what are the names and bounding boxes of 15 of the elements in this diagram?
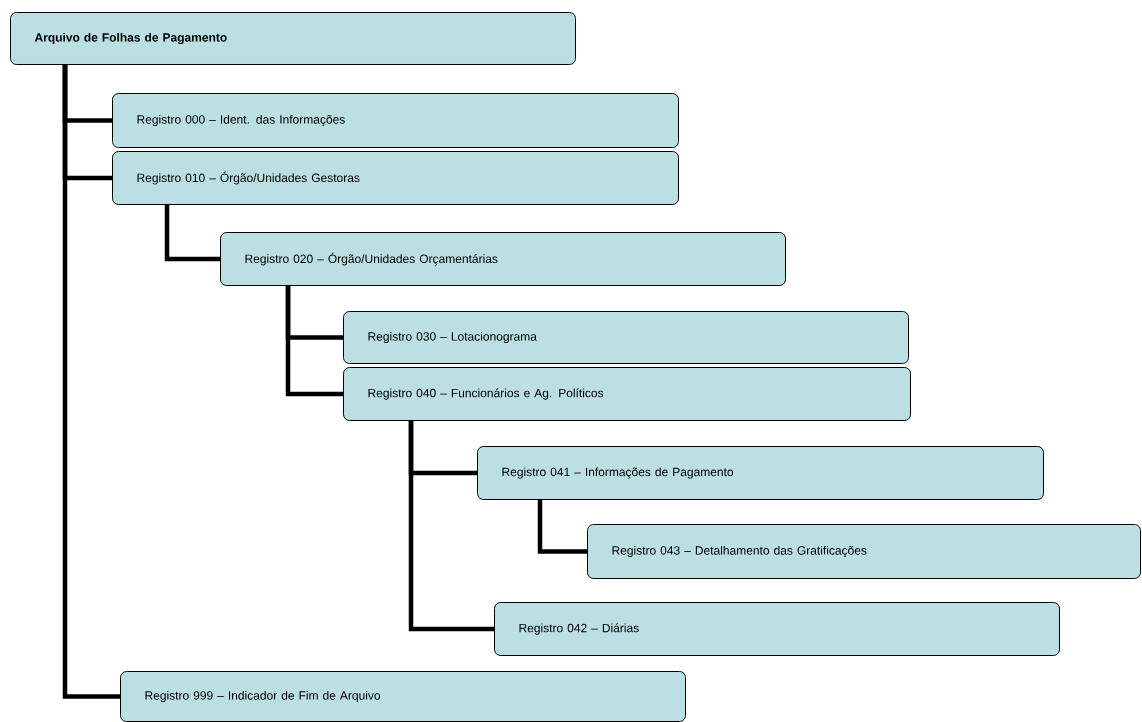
record-box: Registro 030 – Lotacionograma bbox=[343, 311, 909, 364]
connector-line bbox=[408, 421, 494, 632]
connector-line bbox=[537, 500, 587, 554]
connector-line bbox=[62, 65, 120, 699]
record-box: Registro 041 – Informações de Pagamento bbox=[477, 446, 1044, 500]
record-box: Registro 010 – Órgão/Unidades Gestoras bbox=[112, 151, 679, 205]
record-box: Registro 043 – Detalhamento das Gratificações bbox=[587, 524, 1141, 579]
record-box: Registro 000 – Ident. das Informações bbox=[112, 93, 679, 148]
record-box: Registro 020 – Órgão/Unidades Orçamentárias bbox=[220, 232, 786, 286]
connector-line bbox=[285, 286, 343, 397]
record-box: Arquivo de Folhas de Pagamento bbox=[10, 12, 576, 65]
connector-line bbox=[164, 205, 220, 262]
record-box: Registro 042 – Diárias bbox=[494, 602, 1060, 656]
record-box: Registro 999 – Indicador de Fim de Arquivo bbox=[120, 671, 686, 722]
record-box: Registro 040 – Funcionários e Ag. Políticos bbox=[343, 367, 911, 421]
